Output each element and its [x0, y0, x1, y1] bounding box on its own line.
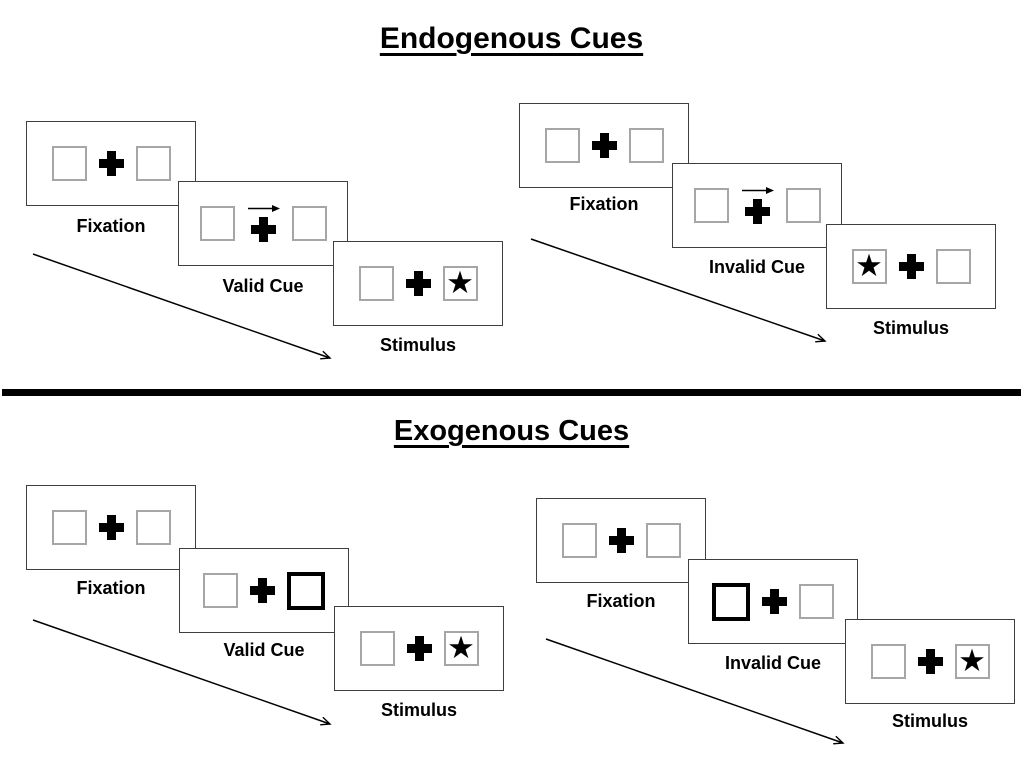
target-box-right: ★: [954, 643, 990, 679]
endo-valid-cue-panel: [178, 181, 348, 266]
placeholder-box-left: [51, 146, 87, 181]
target-star-icon: ★: [446, 265, 474, 300]
endo-invalid-fixation-panel: [519, 103, 689, 188]
step-label: Valid Cue: [222, 276, 304, 296]
cue-highlight-box-left: [712, 582, 750, 621]
target-box-left: ★: [851, 248, 887, 284]
fixation-cross-icon: [250, 217, 276, 242]
cue-arrow-right-icon: [247, 205, 280, 212]
fixation-cross-icon: [405, 271, 431, 296]
placeholder-box-right: [135, 510, 171, 545]
fixation-cross-icon: [898, 254, 924, 279]
placeholder-box-right: [785, 188, 821, 223]
fixation-cross-icon: [98, 515, 124, 540]
cue-arrow-right-icon: [741, 187, 774, 194]
placeholder-box-left: [358, 266, 394, 301]
fixation-cross-icon: [762, 589, 787, 614]
endo-valid-stimulus-panel: ★: [333, 241, 503, 326]
exo-valid-fixation-panel: [26, 485, 196, 570]
fixation-cross-icon: [250, 578, 275, 603]
endo-valid-fixation-panel: [26, 121, 196, 206]
step-label: Fixation: [76, 216, 146, 236]
step-label: Fixation: [569, 194, 639, 214]
central-cue-group: [741, 185, 774, 224]
exo-invalid-cue-panel: [688, 559, 858, 644]
placeholder-box-left: [199, 206, 235, 241]
placeholder-box-right: [935, 249, 971, 284]
step-label: Fixation: [586, 591, 656, 611]
target-box-right: ★: [443, 630, 479, 666]
placeholder-box-left: [51, 510, 87, 545]
target-star-icon: ★: [447, 630, 475, 665]
exo-invalid-stimulus-panel: ★: [845, 619, 1015, 704]
fixation-cross-icon: [98, 151, 124, 176]
step-label: Stimulus: [380, 700, 457, 720]
placeholder-box-right: [799, 584, 834, 619]
placeholder-box-right: [135, 146, 171, 181]
endo-invalid-cue-panel: [672, 163, 842, 248]
step-label: Fixation: [76, 578, 146, 598]
fixation-cross-icon: [406, 636, 432, 661]
placeholder-box-left: [544, 128, 580, 163]
placeholder-box-right: [291, 206, 327, 241]
section-divider: [2, 389, 1021, 396]
exo-valid-stimulus-panel: ★: [334, 606, 504, 691]
placeholder-box-left: [359, 631, 395, 666]
step-label: Invalid Cue: [708, 257, 806, 277]
target-star-icon: ★: [958, 643, 986, 678]
placeholder-box-right: [645, 523, 681, 558]
placeholder-box-right: [628, 128, 664, 163]
target-box-right: ★: [442, 265, 478, 301]
time-arrow-endo-valid: [32, 253, 332, 360]
step-label: Valid Cue: [223, 640, 305, 660]
fixation-cross-icon: [917, 649, 943, 674]
fixation-cross-icon: [608, 528, 634, 553]
placeholder-box-left: [870, 644, 906, 679]
placeholder-box-left: [561, 523, 597, 558]
step-label: Invalid Cue: [724, 653, 822, 673]
central-cue-group: [247, 203, 280, 242]
exo-valid-cue-panel: [179, 548, 349, 633]
step-label: Stimulus: [872, 318, 949, 338]
step-label: Stimulus: [891, 711, 968, 731]
step-label: Stimulus: [379, 335, 456, 355]
fixation-cross-icon: [591, 133, 617, 158]
placeholder-box-left: [693, 188, 729, 223]
endo-invalid-stimulus-panel: ★: [826, 224, 996, 309]
section-title-endogenous: Endogenous Cues: [379, 22, 644, 55]
placeholder-box-left: [203, 573, 238, 608]
section-title-exogenous: Exogenous Cues: [393, 415, 630, 447]
fixation-cross-icon: [744, 199, 770, 224]
time-arrow-endo-invalid: [530, 238, 827, 343]
exo-invalid-fixation-panel: [536, 498, 706, 583]
cue-highlight-box-right: [287, 571, 325, 610]
time-arrow-exo-valid: [32, 619, 332, 726]
target-star-icon: ★: [855, 248, 883, 283]
